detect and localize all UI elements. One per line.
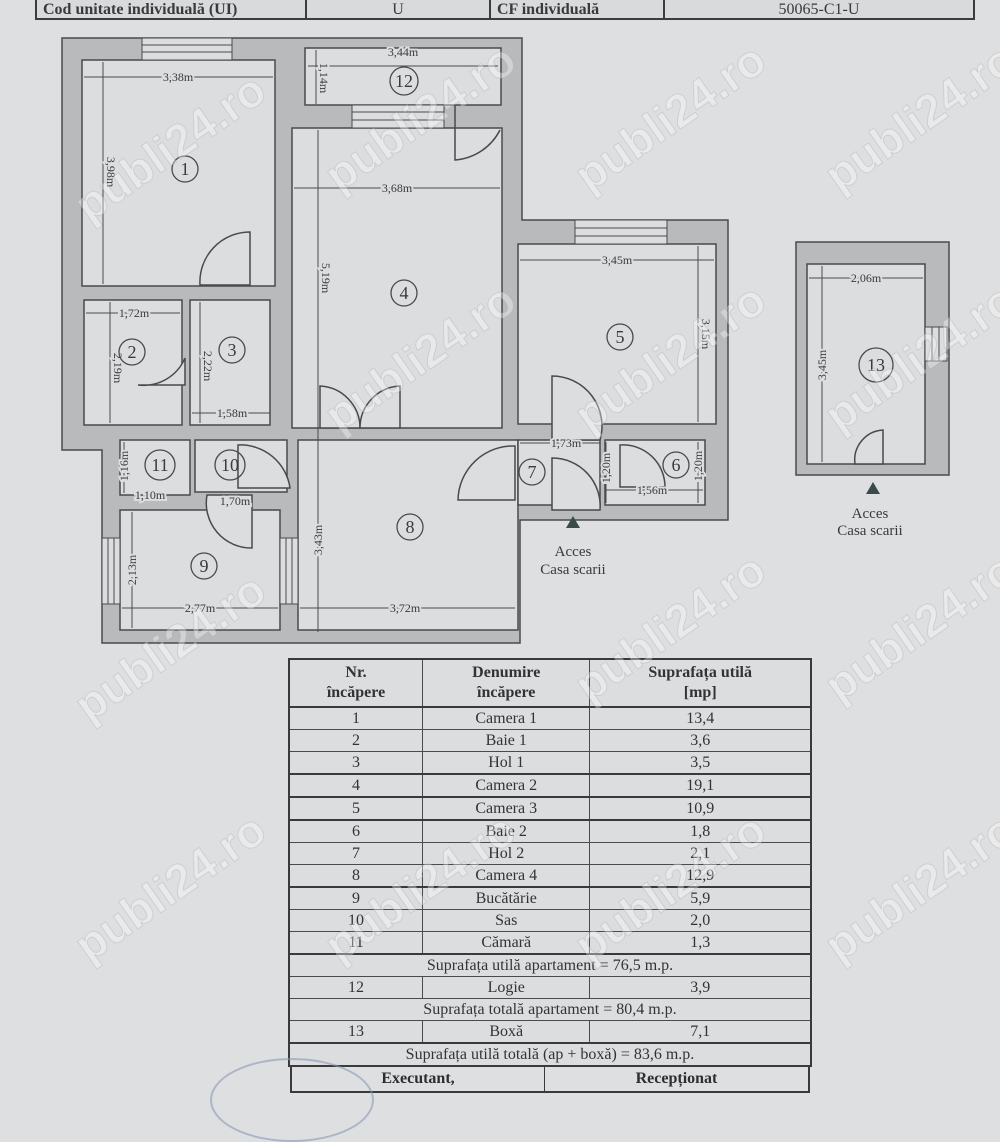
grand-total-row: Suprafața utilă totală (ap + boxă) = 83,…	[288, 1042, 812, 1067]
col-header-nr: Nr.încăpere	[288, 658, 424, 708]
dim-room-3-height: 2,22m	[201, 351, 215, 382]
room-label-13: 13	[867, 355, 885, 375]
room-13	[806, 263, 926, 465]
room-label-10: 10	[221, 455, 239, 475]
stamp-mark	[210, 1058, 374, 1142]
room-label-9: 9	[200, 556, 209, 576]
dim-room-13-width: 2,06m	[851, 271, 882, 285]
ui-code-label: Cod unitate individuală (UI)	[35, 0, 307, 20]
room-label-5: 5	[616, 327, 625, 347]
dim-room-4-height: 5,19m	[319, 263, 333, 294]
dim-room-9-width: 2,77m	[185, 601, 216, 615]
dim-room-9-height: 2,13m	[125, 554, 139, 585]
col-header-area: Suprafața utilă[mp]	[589, 658, 812, 708]
dim-room-5-width: 3,45m	[602, 253, 633, 267]
cf-label: CF individuală	[489, 0, 665, 20]
room-5	[517, 243, 717, 425]
room-label-8: 8	[406, 517, 415, 537]
dim-room-5-height: 3,15m	[699, 319, 713, 350]
dim-room-8-width: 3,72m	[390, 601, 421, 615]
dim-room-8-height: 3,43m	[311, 524, 325, 555]
dim-room-7-width: 1,73m	[551, 436, 582, 450]
unit-header-table: Cod unitate individuală (UI) U CF indivi…	[35, 0, 975, 20]
dim-room-10-width: 1,70m	[220, 494, 251, 508]
dim-room-1-width: 3,38m	[163, 70, 194, 84]
subtotal-row: Suprafața utilă apartament = 76,5 m.p.	[288, 953, 812, 977]
signature-table: Executant, Recepționat	[290, 1065, 810, 1093]
room-label-7: 7	[528, 462, 537, 482]
storage-access-label-line2: Casa scarii	[837, 523, 902, 539]
grand-total: Suprafața utilă totală (ap + boxă) = 83,…	[288, 1042, 812, 1067]
storage-access-arrow-icon	[866, 482, 880, 494]
dim-room-2-height: 2,19m	[111, 353, 125, 384]
watermark: publi24.ro	[64, 802, 275, 972]
dim-room-11-height: 1,16m	[117, 450, 131, 481]
room-label-11: 11	[151, 455, 168, 475]
dim-room-3-width: 1,58m	[217, 406, 248, 420]
dim-room-11-width: 1,10m	[135, 488, 166, 502]
room-label-1: 1	[181, 159, 190, 179]
room-2	[83, 299, 183, 426]
dim-room-13-height: 3,45m	[815, 349, 829, 380]
floor-plan: 3,38m 3,44m 3,68m 3,45m 1,72m 1,58m 3,72…	[61, 37, 950, 644]
dim-room-6-width: 1,56m	[637, 483, 668, 497]
ui-code-value: U	[305, 0, 491, 20]
dim-room-7-height: 1,20m	[599, 452, 613, 483]
dim-room-4-width: 3,68m	[382, 181, 413, 195]
room-9	[119, 509, 281, 631]
dim-room-1-height: 3,98m	[104, 157, 118, 188]
room-label-6: 6	[672, 455, 681, 475]
room-11	[119, 439, 191, 496]
room-label-2: 2	[128, 342, 137, 362]
watermark: publi24.ro	[814, 802, 1000, 972]
cf-value: 50065-C1-U	[663, 0, 975, 20]
total-apartment: Suprafața totală apartament = 80,4 m.p.	[288, 998, 812, 1021]
storage-access-label-line1: Acces	[852, 506, 889, 522]
dim-room-6-height: 1,20m	[691, 450, 705, 481]
dim-room-12-width: 3,44m	[388, 45, 419, 59]
dim-room-12-height: 1,14m	[317, 63, 331, 94]
room-label-12: 12	[395, 71, 413, 91]
access-label-line2: Casa scarii	[540, 562, 605, 578]
subtotal-apartment: Suprafața utilă apartament = 76,5 m.p.	[288, 953, 812, 977]
room-label-4: 4	[400, 283, 409, 303]
access-label-line1: Acces	[555, 544, 592, 560]
access-arrow-icon	[566, 516, 580, 528]
dim-room-2-width: 1,72m	[119, 306, 150, 320]
room-label-3: 3	[228, 340, 237, 360]
receptionat-label: Recepționat	[544, 1065, 810, 1093]
room-4	[291, 127, 503, 429]
total-row: Suprafața totală apartament = 80,4 m.p.	[288, 998, 812, 1021]
